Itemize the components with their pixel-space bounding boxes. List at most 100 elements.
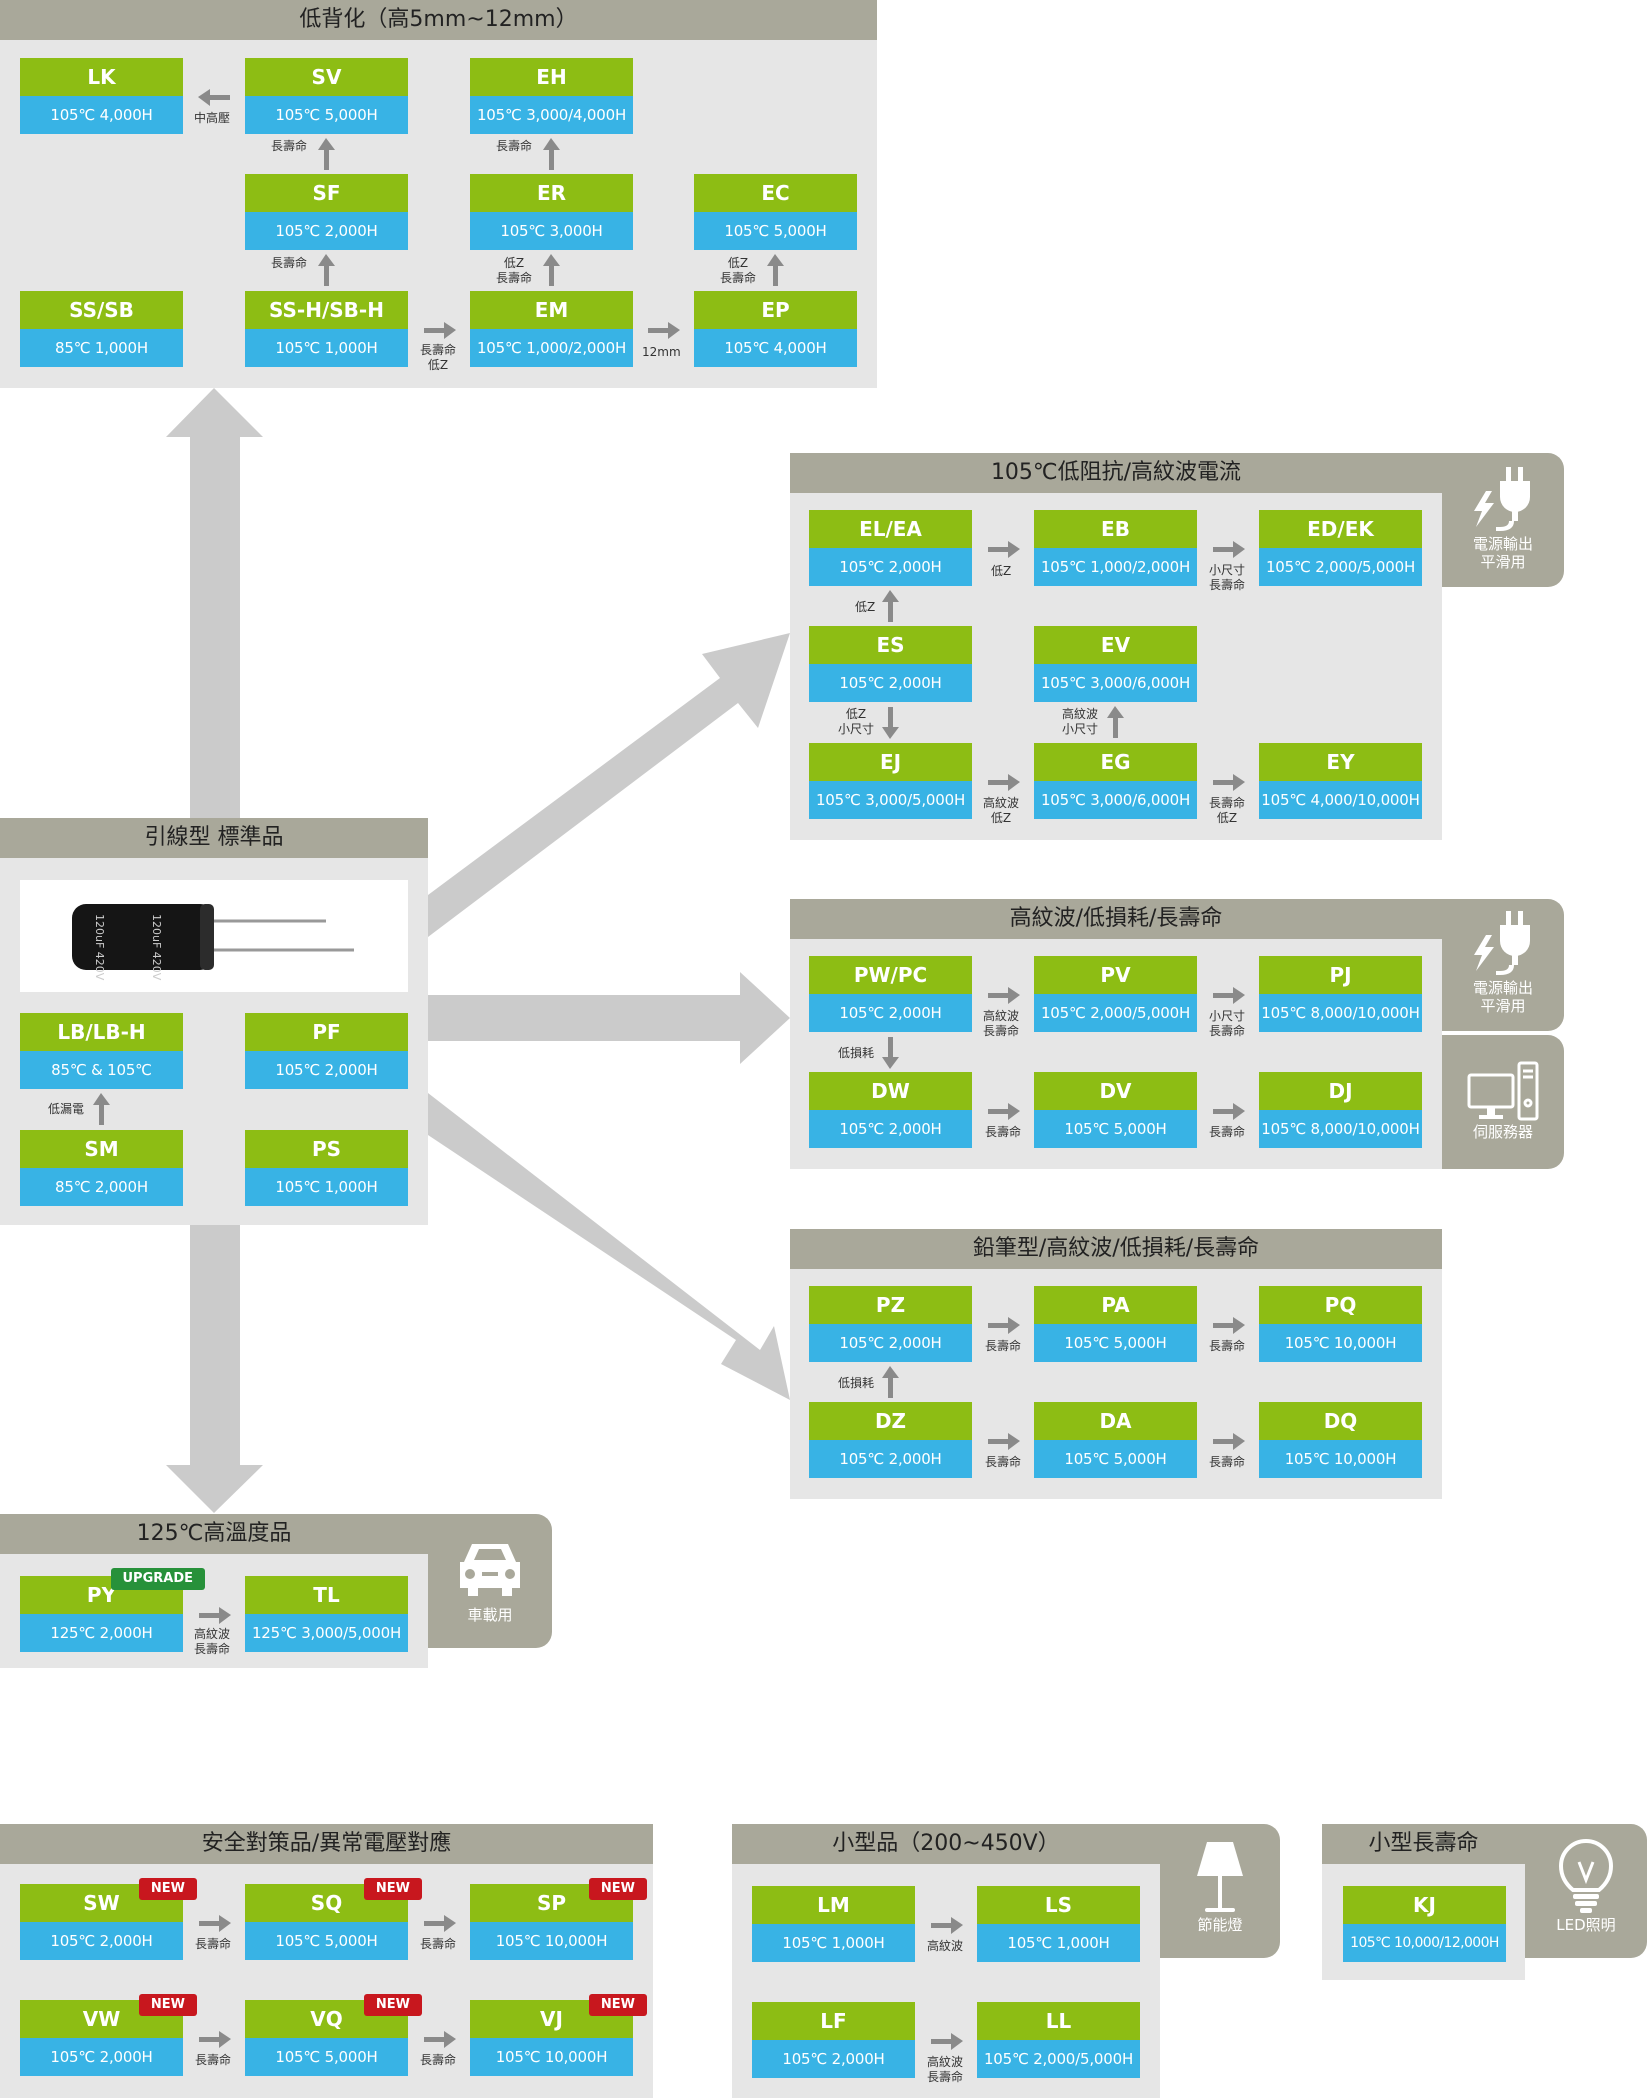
series-name: PV (1034, 956, 1197, 994)
series-name: LB/LB-H (20, 1013, 183, 1051)
arrow-up-icon (882, 1366, 899, 1398)
arrow-right-icon (988, 1103, 1020, 1120)
safety-small-arrows (199, 1915, 456, 2048)
small-small-arrows (931, 1917, 963, 2050)
arrow-right-icon (424, 1915, 456, 1932)
note-line: 低Z 小尺寸 (838, 707, 875, 736)
series-spec: 105℃ 8,000/10,000H (1259, 994, 1422, 1032)
series-spec: 105℃ 3,000/6,000H (1034, 664, 1197, 702)
series-name: PF (245, 1013, 408, 1051)
arrow-right-to-ripple (428, 972, 790, 1064)
series-spec: 105℃ 3,000/6,000H (1034, 781, 1197, 819)
arrow-right-icon (1213, 541, 1245, 558)
note-lf-ll: 高紋波 長壽命 (927, 2055, 963, 2085)
note-line: 低Z 長壽命 (496, 256, 533, 285)
arrow-right-icon (931, 2033, 963, 2050)
series-name: EY (1259, 743, 1422, 781)
series-spec: 105℃ 8,000/10,000H (1259, 1110, 1422, 1148)
series-spec: 105℃ 5,000H (694, 212, 857, 250)
arrow-right-icon (931, 1917, 963, 1934)
series-name: ED/EK (1259, 510, 1422, 548)
note-lk-sv: 中高壓 (194, 111, 231, 125)
series-spec: 105℃ 4,000H (694, 329, 857, 367)
series-spec: 105℃ 10,000H (1259, 1440, 1422, 1478)
note-pv-pj: 小尺寸 長壽命 (1209, 1009, 1245, 1039)
pencil-title: 鉛筆型/高紋波/低損耗/長壽命 (790, 1229, 1442, 1269)
arrow-right-icon (988, 1433, 1020, 1450)
note-ec-ep: 低Z 長壽命 (720, 256, 756, 286)
note-el-eb: 低Z (991, 564, 1012, 578)
series-spec: 105℃ 2,000/5,000H (1034, 994, 1197, 1032)
series-spec: 105℃ 5,000H (1034, 1110, 1197, 1148)
series-name: SS-H/SB-H (245, 291, 408, 329)
series-spec: 85℃ 1,000H (20, 329, 183, 367)
series-name: DJ (1259, 1072, 1422, 1110)
arrow-right-icon (1213, 1317, 1245, 1334)
series-name: PZ (809, 1286, 972, 1324)
arrow-diag-to-lowz (428, 633, 790, 937)
series-name: EM (470, 291, 633, 329)
standard-small-arrows (93, 1093, 110, 1125)
note-ssh-em: 長壽命 低Z (420, 343, 456, 373)
ripple-title: 高紋波/低損耗/長壽命 (790, 899, 1442, 939)
series-spec: 105℃ 5,000H (245, 1922, 408, 1960)
series-name: DW (809, 1072, 972, 1110)
arrow-right-icon (199, 1607, 231, 1624)
series-spec: 105℃ 1,000H (245, 1168, 408, 1206)
new-badge: NEW (588, 1878, 647, 1900)
arrow-right-icon (424, 2031, 456, 2048)
arrow-up-icon (543, 254, 560, 286)
arrow-up-icon (882, 590, 899, 622)
smalllong-side-led: LED照明 (1525, 1824, 1647, 1958)
note-lb-sm: 低漏電 (48, 1102, 85, 1116)
lowz-title: 105℃低阻抗/高紋波電流 (790, 453, 1442, 493)
